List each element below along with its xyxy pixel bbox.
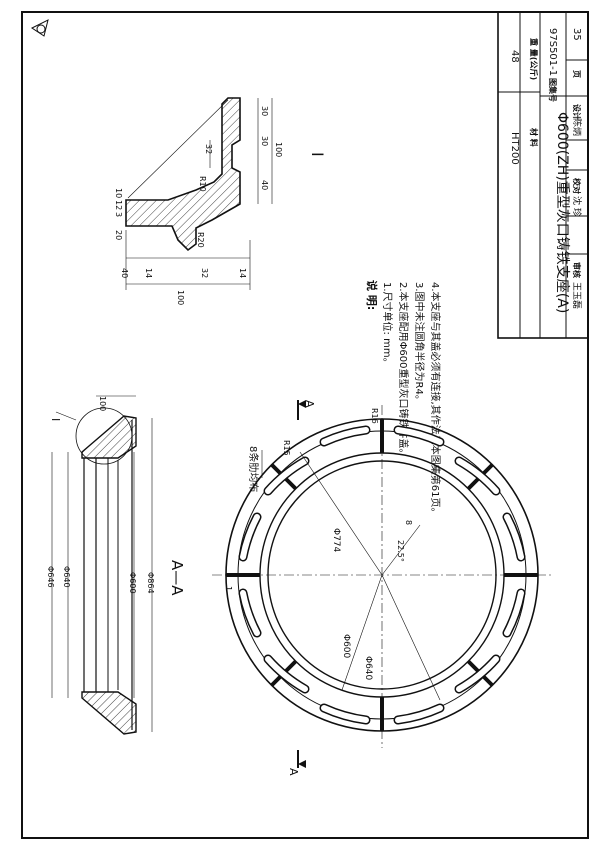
section-dim-100: 100	[98, 396, 107, 411]
dim-1: 1	[224, 586, 233, 591]
dim-8: 8	[404, 520, 413, 525]
dim-774: Φ774	[331, 528, 341, 553]
detail-callout-circle	[75, 407, 133, 465]
detail-dim-32: 32	[204, 144, 213, 154]
angle-leader-line	[381, 524, 421, 576]
detail-profile-section	[125, 97, 241, 252]
detail-dim-R10: R10	[198, 176, 207, 192]
detail-dim-40b: 40	[120, 268, 129, 278]
detail-dim-32b: 32	[200, 268, 209, 278]
detail-dim-R20: R20	[196, 232, 205, 248]
check-label: 校对	[572, 178, 582, 194]
dim-600: Φ600	[341, 634, 351, 659]
section-mark-top: A	[303, 400, 316, 408]
detail-dim-100b: 100	[176, 290, 185, 305]
section-mark-bottom: A	[287, 768, 300, 776]
radius-640-line	[381, 574, 441, 701]
title-block: HT200 材 料 48 重 量(公斤) Φ600(ZH)重型灰口铸铁支座(A)…	[497, 11, 589, 339]
review-label: 审核	[572, 262, 582, 278]
page-number: 35	[571, 28, 582, 41]
section-dim-864: Φ864	[146, 572, 155, 594]
dim-R16: R16	[370, 408, 379, 424]
detail-label: I	[308, 152, 327, 157]
section-callout-label: I	[49, 418, 62, 421]
atlas-label: 图集号	[548, 78, 558, 102]
detail-dim-30b: 30	[260, 136, 269, 146]
drawing-title: Φ600(ZH)重型灰口铸铁支座(A)	[554, 112, 570, 313]
section-label: A—A	[168, 560, 186, 596]
page-label: 页	[572, 70, 581, 78]
weight-value: 48	[509, 50, 520, 63]
weight-label: 重 量(公斤)	[529, 38, 539, 80]
notes-block: 说 明: 1.尺寸单位: mm。 2.本支座配用Φ600重型灰口铸铁井盖。 3.…	[365, 280, 442, 517]
review-signature: 王玉磊	[571, 282, 582, 309]
section-dim-600: Φ600	[128, 572, 137, 594]
material-label: 材 料	[529, 128, 539, 147]
detail-dim-100: 100	[274, 142, 283, 157]
section-AA: I 100 Φ646 Φ640 Φ600 Φ864 A—A	[46, 395, 186, 735]
design-signature: 陈炳	[571, 118, 583, 136]
detail-dim-3: 3	[114, 212, 123, 217]
section-dim-646: Φ646	[46, 566, 55, 588]
ribs-note: 8条肋均布	[247, 446, 260, 492]
corner-orientation-mark	[31, 19, 49, 37]
detail-I: 30 30 100 32 40 R10 R20 20 3 12 10 40 14…	[114, 97, 327, 305]
detail-dim-14b: 14	[238, 268, 247, 278]
detail-dim-14a: 14	[144, 268, 153, 278]
note-2: 2.本支座配用Φ600重型灰口铸铁井盖。	[397, 282, 410, 459]
detail-dim-10: 10	[114, 188, 123, 198]
detail-dim-12: 12	[114, 200, 123, 210]
notes-heading: 说 明:	[365, 280, 379, 310]
note-3: 3.图中未注圆角半径为R4。	[413, 282, 426, 405]
material-value: HT200	[509, 132, 520, 165]
detail-chamfer-guide	[127, 99, 229, 199]
dim-R15: R15	[282, 440, 291, 456]
check-signature: 沈 珍	[571, 196, 583, 217]
note-4: 4.本支座与其盖必须有连接,其作法见本图集第61页。	[429, 282, 442, 517]
slots	[238, 425, 526, 725]
radius-600-line	[341, 574, 383, 691]
dim-640: Φ640	[363, 656, 373, 681]
detail-dim-30a: 30	[260, 106, 269, 116]
section-dim-640: Φ640	[62, 566, 71, 588]
radius-774-line	[299, 451, 383, 576]
sheet-border	[21, 11, 589, 839]
atlas-number: 97S501-1	[547, 28, 558, 76]
note-1: 1.尺寸单位: mm。	[381, 282, 394, 368]
plan-view: A A 8条肋均布 R15 R16 Φ774 Φ600 Φ640 22.5° 8…	[212, 400, 552, 776]
design-label: 设计	[572, 104, 582, 120]
detail-dim-20: 20	[114, 230, 123, 240]
section-profile-bottom	[81, 691, 137, 735]
detail-dim-40: 40	[260, 180, 269, 190]
section-profile-top	[81, 415, 137, 459]
dim-angle: 22.5°	[396, 540, 405, 562]
